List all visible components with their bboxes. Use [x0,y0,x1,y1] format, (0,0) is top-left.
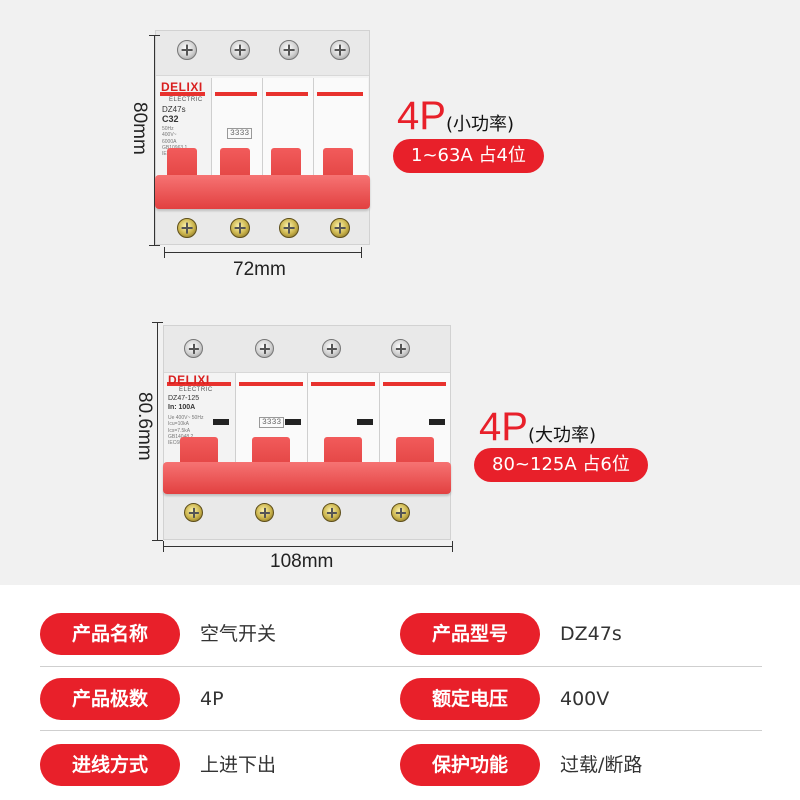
terminal-screw-icon [255,339,274,358]
brand-logo: DELIXI [161,80,203,94]
indicator-window [285,419,301,425]
terminal-screw-icon [322,339,341,358]
breaker-large: DELIXI ELECTRIC DZ47-125 In: 100A Ue 400… [163,325,451,540]
current-range-badge: 1~63A 占4位 [393,139,544,173]
width-label: 108mm [270,551,334,572]
terminal-screw-icon [184,339,203,358]
spec-value-model: DZ47s [560,623,622,645]
model-label: DZ47s [162,105,186,114]
tie-bar[interactable] [155,175,370,209]
terminal-screw-icon [177,40,197,60]
spec-label-product-name: 产品名称 [40,613,180,655]
spec-label-poles: 产品极数 [40,678,180,720]
terminal-screw-icon [230,218,250,238]
terminal-screw-icon [177,218,197,238]
height-label: 80mm [129,102,150,155]
terminal-screw-icon [184,503,203,522]
spec-label-wiring: 进线方式 [40,744,180,786]
spec-label-model: 产品型号 [400,613,540,655]
spec-value-poles: 4P [200,688,224,710]
dimension-tick [361,247,362,258]
rating-label: In: 100A [168,404,196,411]
terminal-screw-icon [330,218,350,238]
spec-value-rated-voltage: 400V [560,688,610,710]
red-stripe [317,92,363,96]
terminal-screw-icon [322,503,341,522]
spec-value-product-name: 空气开关 [200,623,277,645]
red-stripe [311,382,375,386]
spec-value-wiring: 上进下出 [200,754,277,776]
dimension-tick [152,322,163,323]
red-stripe [215,92,257,96]
terminal-screw-icon [279,40,299,60]
brand-subtitle: ELECTRIC [179,387,213,393]
terminal-screw-icon [330,40,350,60]
tie-bar[interactable] [163,462,451,494]
poles-title: 4P [397,94,446,138]
terminal-screw-icon [279,218,299,238]
red-stripe [167,382,231,386]
breaker-small: DELIXI ELECTRIC DZ47s C32 50Hz 400V~ 600… [155,30,370,245]
dimension-tick [452,541,453,552]
digits-label: 3333 [259,417,285,428]
width-label: 72mm [233,259,286,280]
indicator-window [429,419,445,425]
terminal-screw-icon [391,339,410,358]
dimension-tick [152,540,163,541]
height-dimension-line [154,35,155,245]
indicator-window [213,419,229,425]
red-stripe [239,382,303,386]
red-stripe [383,382,446,386]
terminal-screw-icon [230,40,250,60]
terminal-screw-icon [255,503,274,522]
height-dimension-line [157,322,158,540]
dimension-tick [149,35,160,36]
dimension-tick [164,247,165,258]
terminal-screw-icon [391,503,410,522]
spec-label-rated-voltage: 额定电压 [400,678,540,720]
width-dimension-line [163,546,452,547]
dimension-tick [149,245,160,246]
dimension-tick [163,541,164,552]
spec-divider [40,730,762,731]
digits-label: 3333 [227,128,253,139]
power-subtitle: (小功率) [446,114,515,135]
current-range-badge: 80~125A 占6位 [474,448,648,482]
model-label: DZ47-125 [168,395,200,402]
width-dimension-line [164,252,361,253]
brand-subtitle: ELECTRIC [169,97,203,103]
brand-logo: DELIXI [168,373,210,387]
poles-title: 4P [479,405,528,449]
rating-label: C32 [162,114,179,124]
red-stripe [266,92,308,96]
height-label: 80.6mm [134,392,155,461]
spec-value-protection: 过载/断路 [560,754,643,776]
red-stripe [160,92,205,96]
spec-divider [40,666,762,667]
power-subtitle: (大功率) [528,425,597,446]
indicator-window [357,419,373,425]
spec-label-protection: 保护功能 [400,744,540,786]
